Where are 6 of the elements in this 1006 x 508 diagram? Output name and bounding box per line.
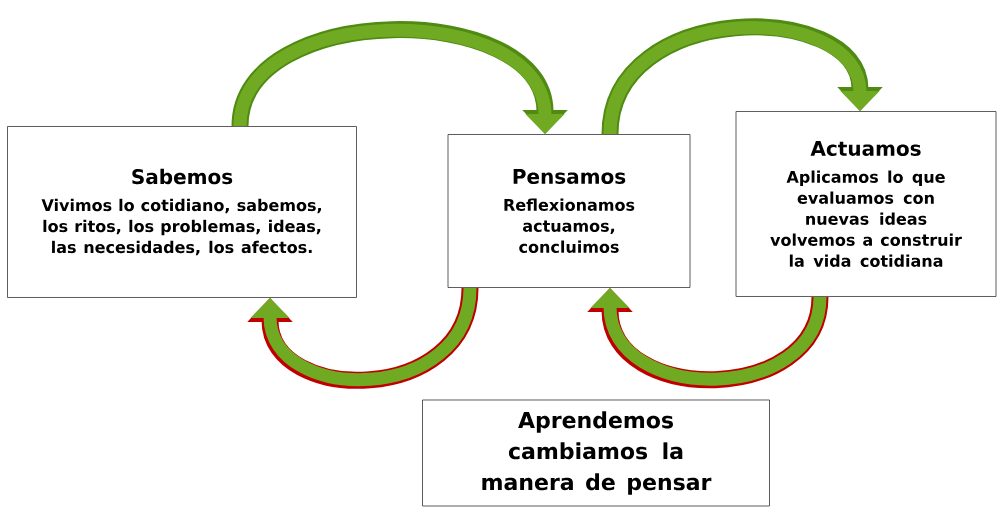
text-box: Aprendemos cambiamos la manera de pensar <box>422 399 770 507</box>
text-box: Sabemos Vivimos lo cotidiano, sabemos, los ritos, los problemas, ideas, las necesidades, los afectos. <box>7 126 357 298</box>
text-box: Actuamos Aplicamos lo que evaluamos con nuevas ideas volvemos a construir la vida cotidiana <box>735 111 997 297</box>
curved-arrow <box>247 286 479 389</box>
text-box: Pensamos Reflexionamos actuamos, concluimos <box>447 134 691 288</box>
curved-arrow <box>601 18 883 136</box>
